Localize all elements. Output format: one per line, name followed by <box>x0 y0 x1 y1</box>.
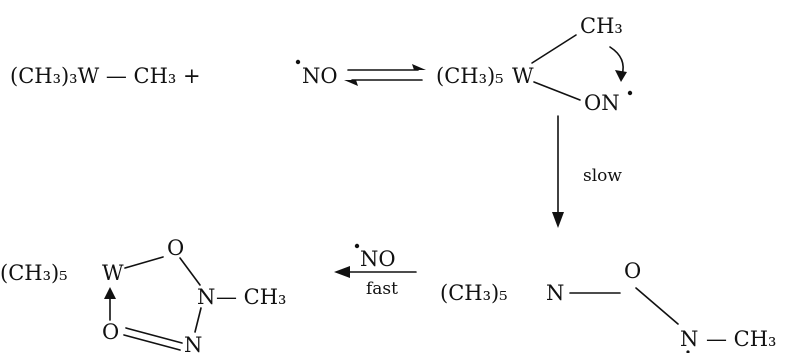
equilibrium-arrows <box>344 64 426 86</box>
nitroso-n: N <box>546 281 564 305</box>
product-n2: N <box>184 333 202 353</box>
radical-dot <box>295 59 301 65</box>
fast-no: NO <box>360 247 396 271</box>
bond-w-on <box>533 81 581 101</box>
slow-arrow <box>552 115 564 228</box>
nitroso-methyl: — CH₃ <box>706 327 776 351</box>
product-o2: O <box>102 320 119 344</box>
reactant-trimethyl-tungsten: (CH₃)₃W — CH₃ + <box>10 64 201 88</box>
intermediate-methyl: CH₃ <box>580 14 623 38</box>
radical-dot <box>627 90 633 96</box>
intermediate-tungsten: W <box>512 64 534 88</box>
nitroso-n2: N <box>680 327 698 351</box>
product-prefix: (CH₃)₅ <box>0 261 68 285</box>
nitroso-prefix: (CH₃)₅ <box>440 281 508 305</box>
radical-dot <box>686 350 690 353</box>
fast-arrow <box>334 266 417 278</box>
double-bond-a <box>125 327 183 344</box>
nitric-oxide: NO <box>302 64 338 88</box>
product-o1: O <box>167 236 184 260</box>
bond-o-n <box>635 287 679 325</box>
bond-n-n <box>194 307 202 333</box>
intermediate-nitrosyl: ON <box>584 91 620 115</box>
product-tungsten: W <box>102 261 124 285</box>
product-n1: N <box>197 285 215 309</box>
dative-arrowhead <box>104 287 116 299</box>
fast-label: fast <box>366 279 398 299</box>
radical-dot <box>354 243 360 249</box>
intermediate-prefix: (CH₃)₅ <box>436 64 504 88</box>
bond-w-o <box>124 256 164 269</box>
product-methyl: — CH₃ <box>216 285 286 309</box>
bond-o-n <box>179 257 201 286</box>
nitroso-o: O <box>624 259 641 283</box>
migration-arrowhead <box>615 70 627 82</box>
slow-label: slow <box>583 166 622 186</box>
double-bond-b <box>123 334 181 351</box>
bond-w-ch3 <box>531 34 577 64</box>
